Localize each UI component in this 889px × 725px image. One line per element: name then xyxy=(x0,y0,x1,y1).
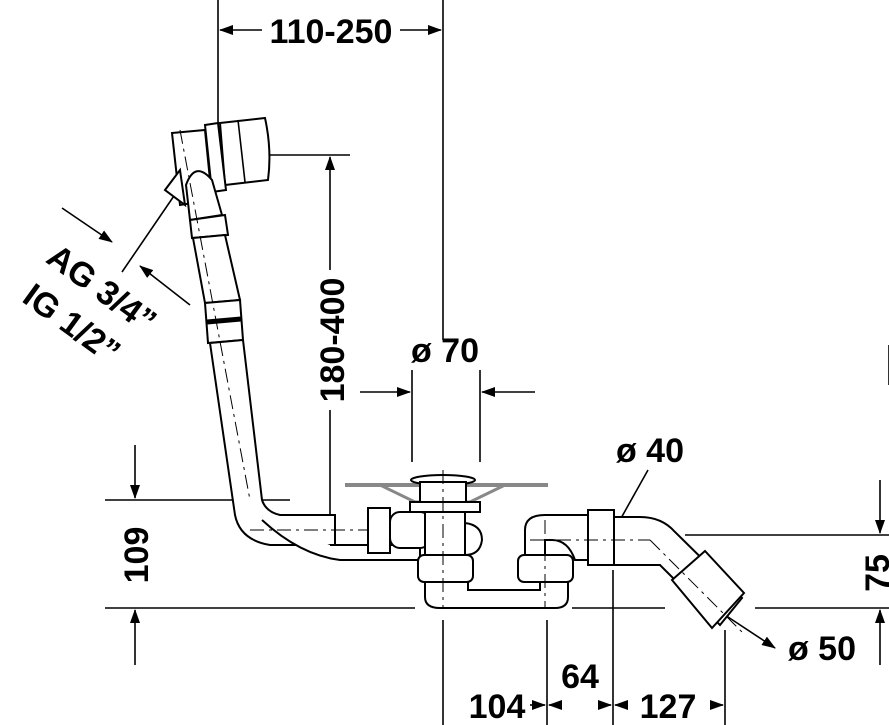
dimension-outlet-height: 75 xyxy=(859,554,889,592)
dimension-outlet-diameter: ø 40 xyxy=(616,432,684,470)
overflow-assembly xyxy=(163,116,421,561)
extension-lines xyxy=(105,0,889,725)
dimension-trap-height: 109 xyxy=(118,527,156,584)
dimension-outlet-reach: 127 xyxy=(640,688,697,725)
waste-trap-assembly xyxy=(345,470,746,636)
dimension-overflow-height: 180-400 xyxy=(314,278,352,403)
dimension-arrows xyxy=(61,25,885,710)
dimension-waste-to-trap: 104 xyxy=(469,688,526,725)
dimension-waste-diameter: ø 70 xyxy=(411,332,479,370)
dimension-connector-diameter: ø 50 xyxy=(788,630,856,668)
dimension-overflow-offset: 110-250 xyxy=(270,13,393,51)
dimension-trap-to-outlet: 64 xyxy=(561,658,599,696)
